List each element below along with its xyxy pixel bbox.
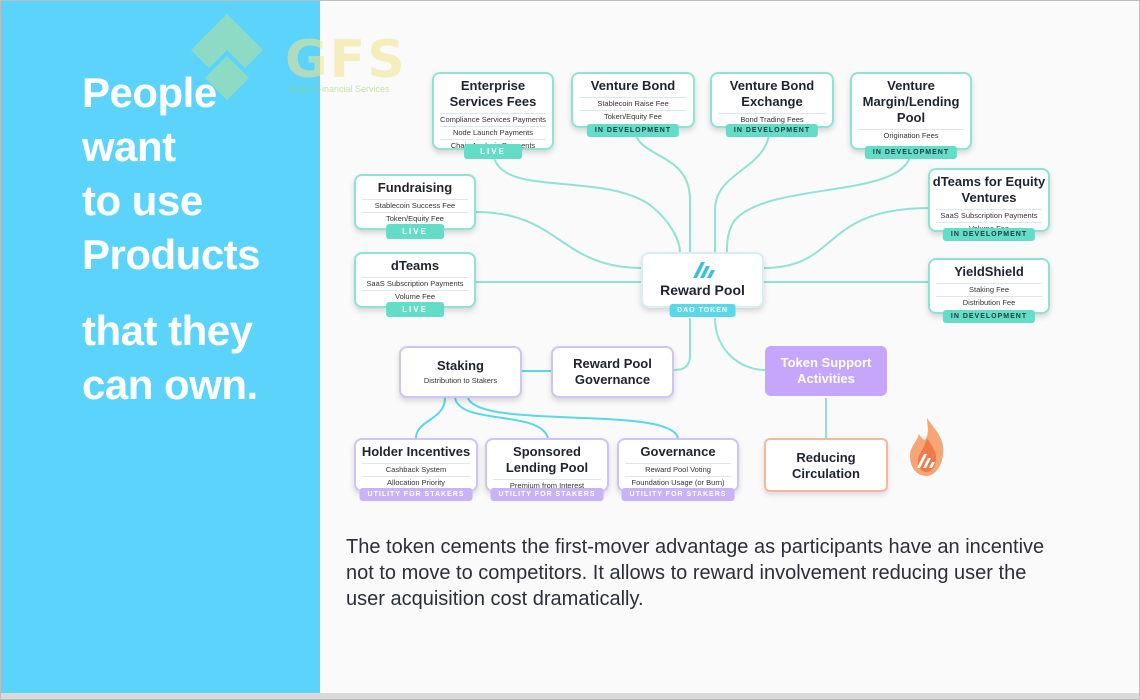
- status-tag-live: LIVE: [386, 224, 444, 239]
- node-holder-incentives: Holder Incentives Cashback System Alloca…: [354, 438, 478, 501]
- fire-icon: [910, 418, 944, 476]
- node-staking: Staking Distribution to Stakers: [399, 346, 522, 398]
- node-item: Reward Pool Voting: [625, 463, 731, 476]
- gfs-logo-mark-icon: [191, 14, 263, 100]
- node-item: Premium from Interest: [493, 479, 601, 492]
- status-tag-in-development: IN DEVELOPMENT: [586, 124, 680, 137]
- node-item: Staking Fee: [936, 283, 1042, 296]
- slogan-line-1: People: [82, 69, 217, 116]
- node-title: Enterprise Services Fees: [449, 78, 537, 109]
- node-item: Origination Fees: [858, 129, 964, 142]
- node-item: Node Launch Payments: [440, 126, 546, 139]
- slogan-bottom: that they can own.: [82, 304, 258, 412]
- node-title: Reward Pool: [660, 282, 745, 298]
- gfs-logo-subtitle: Green Financial Services: [289, 84, 390, 94]
- node-title: Governance: [640, 444, 716, 459]
- node-title: Sponsored Lending Pool: [505, 444, 589, 475]
- left-panel: [0, 0, 320, 700]
- node-item: SaaS Subscription Payments: [936, 209, 1042, 222]
- node-title: Venture Bond Exchange: [729, 78, 815, 109]
- slogan-line-6: can own.: [82, 361, 258, 408]
- node-item: Cashback System: [362, 463, 470, 476]
- slogan-line-3: to use: [82, 177, 203, 224]
- node-title: dTeams: [390, 258, 440, 273]
- node-title: Holder Incentives: [361, 444, 471, 459]
- node-title: Venture Bond: [590, 78, 676, 93]
- status-tag-live: LIVE: [464, 144, 522, 159]
- node-item: Allocation Priority: [362, 476, 470, 489]
- node-reward-pool: Reward Pool DAO TOKEN: [641, 252, 764, 317]
- node-dteams-equity-ventures: dTeams for Equity Ventures SaaS Subscrip…: [928, 168, 1050, 241]
- node-title: dTeams for Equity Ventures: [932, 174, 1046, 205]
- node-item: Token/Equity Fee: [579, 110, 687, 123]
- slogan-line-5: that they: [82, 307, 253, 354]
- gfs-logo: GFS Green Financial Services: [185, 12, 445, 102]
- reward-pool-logo-icon: [692, 262, 715, 278]
- node-reward-pool-governance: Reward Pool Governance: [551, 346, 674, 398]
- node-item: Compliance Services Payments: [440, 113, 546, 124]
- node-yieldshield: YieldShield Staking Fee Distribution Fee…: [928, 258, 1050, 323]
- status-tag-in-development: IN DEVELOPMENT: [864, 146, 958, 159]
- node-item: SaaS Subscription Payments: [362, 277, 468, 290]
- node-item: Distribution to Stakers: [423, 376, 498, 385]
- utility-for-stakers-tag: UTILITY FOR STAKERS: [490, 488, 604, 501]
- gfs-logo-word: GFS: [285, 30, 407, 90]
- node-token-support-activities: Token Support Activities: [765, 346, 887, 396]
- node-reducing-circulation: Reducing Circulation: [764, 438, 888, 492]
- status-tag-in-development: IN DEVELOPMENT: [942, 310, 1036, 323]
- slogan-top: People want to use Products: [82, 66, 261, 282]
- node-title: Staking: [437, 358, 484, 373]
- node-title: Venture Margin/Lending Pool: [862, 78, 960, 125]
- status-tag-in-development: IN DEVELOPMENT: [725, 124, 819, 137]
- node-venture-bond: Venture Bond Stablecoin Raise Fee Token/…: [571, 72, 695, 137]
- node-governance: Governance Reward Pool Voting Foundation…: [617, 438, 739, 501]
- utility-for-stakers-tag: UTILITY FOR STAKERS: [621, 488, 735, 501]
- bottom-bar: [0, 693, 1140, 700]
- slogan-line-2: want: [82, 123, 176, 170]
- node-item: Token/Equity Fee: [362, 212, 468, 225]
- node-item: Volume Fee: [362, 290, 468, 303]
- node-enterprise-services: Enterprise Services Fees Compliance Serv…: [432, 72, 554, 159]
- node-item: Foundation Usage (or Burn): [625, 476, 731, 489]
- node-venture-bond-exchange: Venture Bond Exchange Bond Trading Fees …: [710, 72, 834, 137]
- node-item: Distribution Fee: [936, 296, 1042, 309]
- node-item: Stablecoin Raise Fee: [579, 97, 687, 110]
- node-title: Fundraising: [377, 180, 453, 195]
- status-tag-live: LIVE: [386, 302, 444, 317]
- node-title: YieldShield: [954, 264, 1024, 279]
- node-title: Reward Pool Governance: [573, 356, 652, 387]
- description-paragraph: The token cements the first-mover advant…: [346, 536, 1045, 610]
- utility-for-stakers-tag: UTILITY FOR STAKERS: [359, 488, 473, 501]
- node-venture-margin-lending-pool: Venture Margin/Lending Pool Origination …: [850, 72, 972, 159]
- slogan-line-4: Products: [82, 231, 261, 278]
- node-sponsored-lending-pool: Sponsored Lending Pool Premium from Inte…: [485, 438, 609, 501]
- node-dteams: dTeams SaaS Subscription Payments Volume…: [354, 252, 476, 317]
- status-tag-in-development: IN DEVELOPMENT: [942, 228, 1036, 241]
- node-item: Stablecoin Success Fee: [362, 199, 468, 212]
- node-fundraising: Fundraising Stablecoin Success Fee Token…: [354, 174, 476, 239]
- dao-token-tag: DAO TOKEN: [669, 304, 736, 317]
- node-item: Bond Trading Fees: [718, 113, 826, 126]
